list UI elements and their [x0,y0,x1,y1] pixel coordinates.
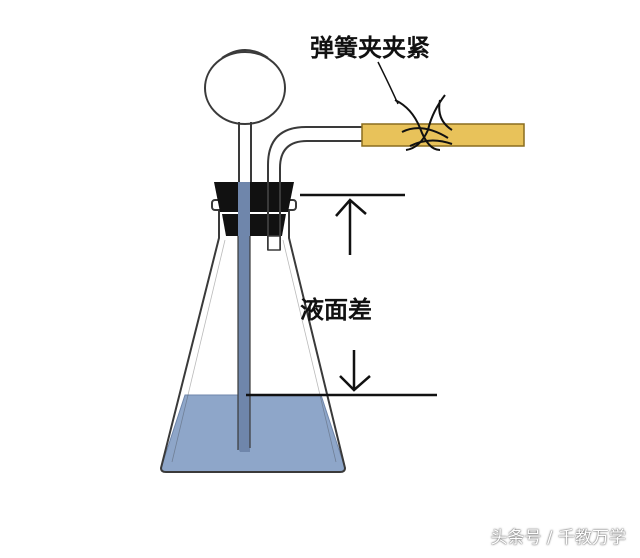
funnel-stem [238,182,250,448]
delivery-tube-inner [279,140,368,250]
flask-inner-wall [171,239,337,463]
delivery-tube-end [267,235,281,251]
erlenmeyer-flask [159,208,347,473]
funnel-bulb [204,51,286,125]
flask-liquid [160,394,346,473]
funnel-stem-tip [238,448,250,452]
rubber-stopper [214,182,294,212]
rubber-stopper-lower [222,214,286,236]
funnel-neck [238,122,252,182]
funnel-rim [221,49,269,59]
spring-clamp [394,94,453,151]
lower-arrow [339,350,371,392]
watermark: 头条号 / 千教万学 [490,528,626,548]
delivery-tube [267,126,368,250]
level-difference-label: 液面差 [300,296,372,324]
clamp-label: 弹簧夹夹紧 [310,34,430,62]
funnel-stem-outline [237,236,251,450]
clamp-label-leader [377,61,399,105]
upper-arrow [335,198,367,255]
